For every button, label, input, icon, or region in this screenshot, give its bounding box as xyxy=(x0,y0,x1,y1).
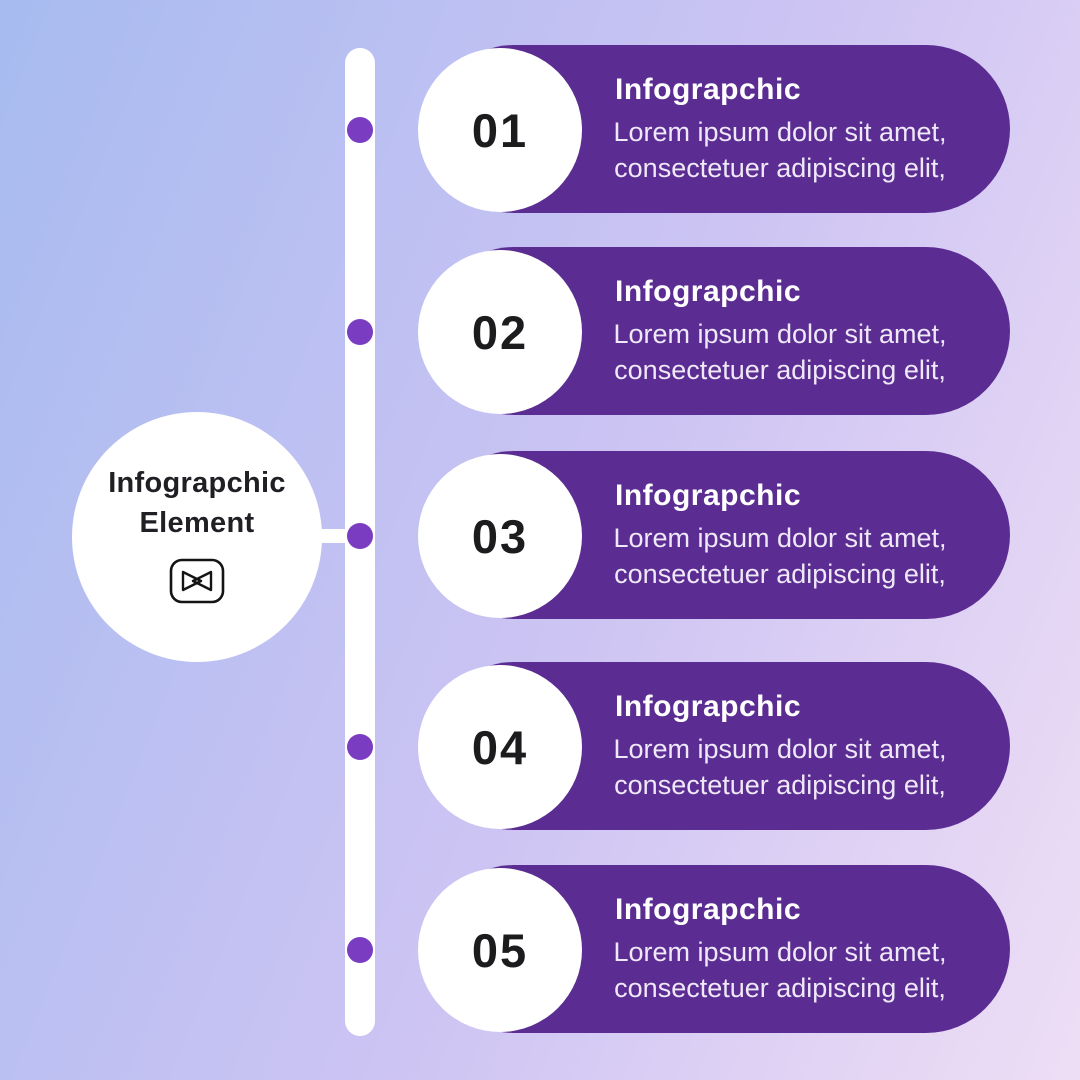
item-number-circle: 01 xyxy=(418,48,582,212)
item-body: Lorem ipsum dolor sit amet, consectetuer… xyxy=(613,937,947,1003)
item-title: Infograpchic xyxy=(614,893,801,926)
timeline-item-2: Infograpchic Lorem ipsum dolor sit amet,… xyxy=(418,247,1010,417)
item-body: Lorem ipsum dolor sit amet, consectetuer… xyxy=(613,523,947,589)
item-body: Lorem ipsum dolor sit amet, consectetuer… xyxy=(613,117,947,183)
badge-title: Infograpchic Element xyxy=(108,464,286,542)
capcut-logo-icon xyxy=(168,557,226,610)
center-badge: Infograpchic Element xyxy=(72,412,322,662)
badge-title-line1: Infograpchic xyxy=(108,467,286,500)
item-body: Lorem ipsum dolor sit amet, consectetuer… xyxy=(613,319,947,385)
timeline-dot-3 xyxy=(347,523,373,549)
timeline-item-4: Infograpchic Lorem ipsum dolor sit amet,… xyxy=(418,662,1010,832)
item-title: Infograpchic xyxy=(614,479,801,512)
timeline-dot-4 xyxy=(347,734,373,760)
item-title: Infograpchic xyxy=(614,690,801,723)
badge-title-line2: Element xyxy=(139,506,255,539)
item-number-circle: 03 xyxy=(418,454,582,618)
timeline-dot-5 xyxy=(347,937,373,963)
item-number: 02 xyxy=(471,305,529,359)
item-title: Infograpchic xyxy=(614,275,801,308)
item-number-circle: 02 xyxy=(418,250,582,414)
timeline-item-5: Infograpchic Lorem ipsum dolor sit amet,… xyxy=(418,865,1010,1035)
item-number-circle: 04 xyxy=(418,665,582,829)
timeline-item-3: Infograpchic Lorem ipsum dolor sit amet,… xyxy=(418,451,1010,621)
item-number: 05 xyxy=(471,923,529,977)
timeline-dot-2 xyxy=(347,319,373,345)
item-number: 01 xyxy=(471,103,529,157)
timeline-dot-1 xyxy=(347,117,373,143)
item-number-circle: 05 xyxy=(418,868,582,1032)
item-number: 03 xyxy=(471,509,529,563)
item-number: 04 xyxy=(471,720,529,774)
timeline-item-1: Infograpchic Lorem ipsum dolor sit amet,… xyxy=(418,45,1010,215)
item-title: Infograpchic xyxy=(614,73,801,106)
item-body: Lorem ipsum dolor sit amet, consectetuer… xyxy=(613,734,947,800)
